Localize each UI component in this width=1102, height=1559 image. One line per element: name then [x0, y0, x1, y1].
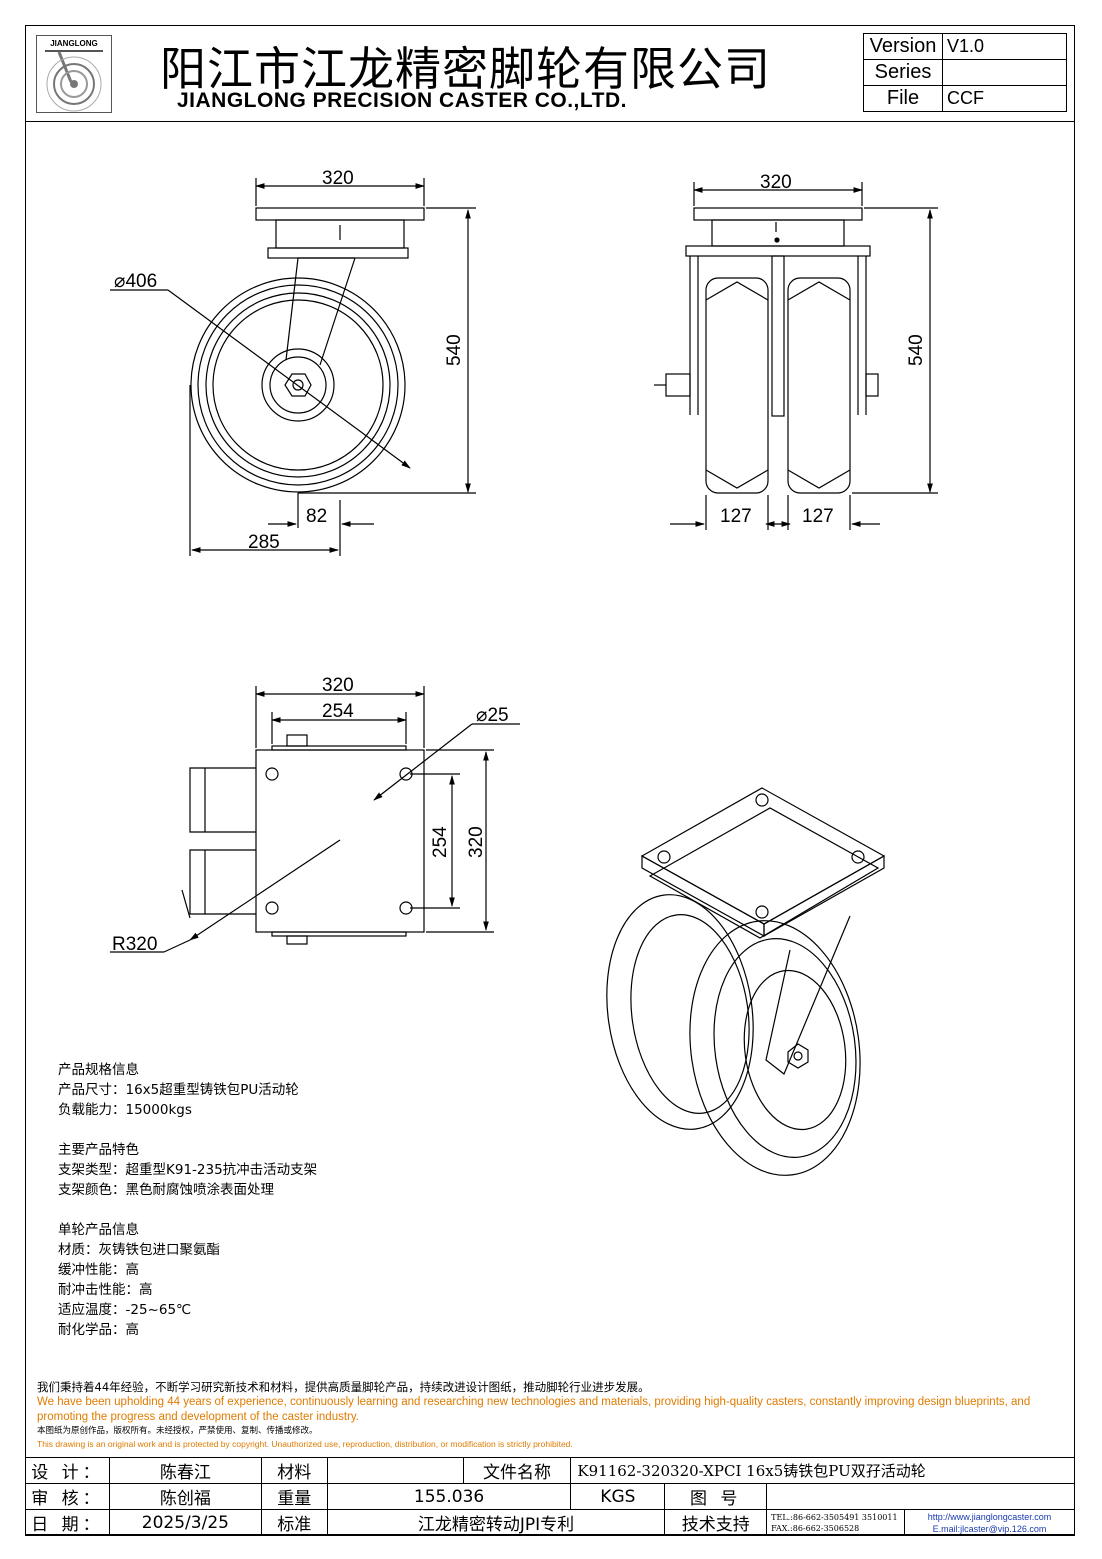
- email-link[interactable]: E.mail:jlcaster@vip.126.com: [932, 1523, 1047, 1534]
- tel-text: TEL.:86-662-3505491 3510011: [771, 1512, 898, 1522]
- spec-group-title: 主要产品特色: [58, 1142, 139, 1158]
- spec-line: 负载能力：15000kgs: [58, 1102, 192, 1118]
- dim-side-wheel-left: 127: [720, 506, 752, 527]
- spec-group-wheel: 单轮产品信息 材质：灰铸铁包进口聚氨酯 缓冲性能：高 耐冲击性能：高 适应温度：…: [58, 1220, 317, 1340]
- front-view: [110, 178, 476, 556]
- date-label: 日 期：: [25, 1509, 110, 1536]
- spec-group-title: 单轮产品信息: [58, 1222, 139, 1238]
- spec-line: 产品尺寸：16x5超重型铸铁包PU活动轮: [58, 1082, 299, 1098]
- caster-logo-icon: [45, 50, 103, 112]
- spec-line: 支架颜色：黑色耐腐蚀喷涂表面处理: [58, 1182, 274, 1198]
- contact-phone: TEL.:86-662-3505491 3510011 FAX.:86-662-…: [766, 1509, 905, 1536]
- dim-front-swivel: 285: [248, 532, 280, 553]
- filename-value: K91162-320320-XPCI 16x5铸铁包PU双孖活动轮: [570, 1457, 1075, 1484]
- dim-top-holes-v: 254: [430, 826, 451, 858]
- company-name-cn: 阳江市江龙精密脚轮有限公司: [160, 42, 771, 96]
- dim-side-width: 320: [760, 172, 792, 193]
- logo-text: JIANGLONG: [50, 39, 98, 48]
- spec-group-title: 产品规格信息: [58, 1062, 139, 1078]
- weight-value: 155.036: [326, 1483, 572, 1510]
- copyright-cn: 本图纸为原创作品，版权所有。未经授权，严禁使用、复制、传播或修改。: [37, 1426, 318, 1436]
- title-block: 设 计： 陈春江 材料 文件名称 K91162-320320-XPCI 16x5…: [25, 1457, 1075, 1536]
- support-label: 技术支持: [664, 1509, 768, 1536]
- dim-front-height: 540: [444, 334, 465, 366]
- contact-web: http://www.jianglongcaster.com E.mail:jl…: [904, 1509, 1075, 1536]
- spec-group-features: 主要产品特色 支架类型：超重型K91-235抗冲击活动支架 支架颜色：黑色耐腐蚀…: [58, 1140, 317, 1200]
- side-view: [654, 182, 938, 530]
- title-header: JIANGLONG 阳江市江龙精密脚轮有限公司 JIANGLONG PRECIS…: [25, 25, 1075, 122]
- review-value: 陈创福: [108, 1483, 262, 1510]
- web-link[interactable]: http://www.jianglongcaster.com: [927, 1511, 1052, 1522]
- dim-front-width: 320: [322, 168, 354, 189]
- dim-top-holes: 254: [322, 701, 354, 722]
- design-label: 设 计：: [25, 1457, 110, 1484]
- company-name-en: JIANGLONG PRECISION CASTER CO.,LTD.: [177, 89, 627, 112]
- drawing-no-value: [766, 1483, 1075, 1510]
- spec-line: 适应温度：-25~65℃: [58, 1302, 192, 1318]
- isometric-view: [606, 787, 886, 1176]
- series-value: [942, 59, 1067, 86]
- dim-side-height: 540: [906, 334, 927, 366]
- drawing-no-label: 图 号: [664, 1483, 768, 1510]
- dim-side-wheel-right: 127: [802, 506, 834, 527]
- company-notice: 我们秉持着44年经验，不断学习研究新技术和材料，提供高质量脚轮产品，持续改进设计…: [37, 1380, 1077, 1451]
- design-value: 陈春江: [108, 1457, 262, 1484]
- review-label: 审 核：: [25, 1483, 110, 1510]
- spec-line: 耐化学品：高: [58, 1322, 139, 1338]
- dim-front-offset: 82: [306, 506, 327, 527]
- spec-line: 耐冲击性能：高: [58, 1282, 153, 1298]
- file-value: CCF: [942, 85, 1067, 112]
- top-view: [110, 686, 520, 953]
- material-value: [326, 1457, 464, 1484]
- version-label: Version: [863, 33, 943, 60]
- company-logo: JIANGLONG: [36, 35, 112, 113]
- dim-top-plate: 320: [322, 675, 354, 696]
- copyright-en: This drawing is an original work and is …: [37, 1439, 573, 1449]
- notice-cn: 我们秉持着44年经验，不断学习研究新技术和材料，提供高质量脚轮产品，持续改进设计…: [37, 1380, 650, 1394]
- weight-unit: KGS: [570, 1483, 666, 1510]
- dim-top-hole-dia: ⌀25: [476, 705, 509, 726]
- dim-front-diameter: ⌀406: [114, 271, 157, 292]
- product-specs: 产品规格信息 产品尺寸：16x5超重型铸铁包PU活动轮 负载能力：15000kg…: [58, 1060, 317, 1360]
- spec-group-size: 产品规格信息 产品尺寸：16x5超重型铸铁包PU活动轮 负载能力：15000kg…: [58, 1060, 317, 1120]
- dim-top-radius: R320: [112, 934, 157, 955]
- series-label: Series: [863, 59, 943, 86]
- spec-line: 材质：灰铸铁包进口聚氨酯: [58, 1242, 220, 1258]
- dim-top-plate-v: 320: [466, 826, 487, 858]
- version-table: Version V1.0 Series File CCF: [863, 33, 1067, 112]
- material-label: 材料: [260, 1457, 328, 1484]
- standard-label: 标准: [260, 1509, 328, 1536]
- standard-value: 江龙精密转动JPI专利: [326, 1509, 666, 1536]
- notice-en: We have been upholding 44 years of exper…: [37, 1396, 1031, 1423]
- fax-text: FAX.:86-662-3506528: [771, 1523, 860, 1533]
- filename-label: 文件名称: [462, 1457, 572, 1484]
- spec-line: 缓冲性能：高: [58, 1262, 139, 1278]
- weight-label: 重量: [260, 1483, 328, 1510]
- spec-line: 支架类型：超重型K91-235抗冲击活动支架: [58, 1162, 318, 1178]
- date-value: 2025/3/25: [108, 1509, 262, 1536]
